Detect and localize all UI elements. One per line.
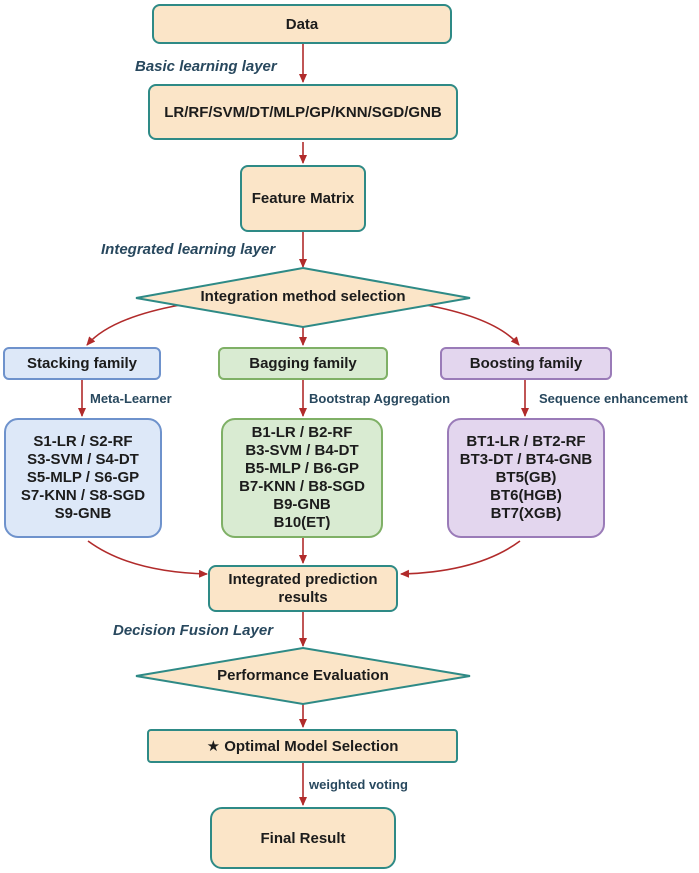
integrated-prediction-results-node: Integrated prediction results [208,565,398,612]
stacking-models-list: S1-LR / S2-RF S3-SVM / S4-DT S5-MLP / S6… [4,418,162,538]
performance-evaluation-diamond [135,646,471,706]
list-item: BT6(HGB) [490,487,562,504]
list-item: BT1-LR / BT2-RF [466,433,586,450]
bootstrap-aggregation-label: Bootstrap Aggregation [309,391,451,406]
list-item: S1-LR / S2-RF [33,433,133,450]
boosting-models-list: BT1-LR / BT2-RF BT3-DT / BT4-GNB BT5(GB)… [447,418,605,538]
sequence-enhancement-label: Sequence enhancement [539,391,688,406]
performance-evaluation-label: Performance Evaluation [217,667,389,684]
integrated-learning-layer-label: Integrated learning layer [101,241,276,258]
results-line: Integrated prediction [228,570,378,588]
integration-method-selection-diamond [135,266,471,329]
list-item: B3-SVM / B4-DT [245,442,359,459]
boosting-family-node: Boosting family [440,347,612,380]
list-item: S9-GNB [54,505,112,522]
bagging-family-node: Bagging family [218,347,388,380]
basic-models-node: LR/RF/SVM/DT/MLP/GP/KNN/SGD/GNB [148,84,458,140]
list-item: B5-MLP / B6-GP [245,460,359,477]
list-item: S5-MLP / S6-GP [26,469,140,486]
data-node: Data [152,4,452,44]
decision-fusion-layer-label: Decision Fusion Layer [113,622,274,639]
final-result-node: Final Result [210,807,396,869]
edge-integration-to-stacking [86,304,181,346]
list-item: S7-KNN / S8-SGD [20,487,146,504]
list-item: B10(ET) [273,514,331,531]
list-item: B7-KNN / B8-SGD [239,478,365,495]
optimal-model-selection-node: ★ Optimal Model Selection [147,729,458,763]
edge-integration-to-boosting [425,304,520,346]
list-item: BT7(XGB) [490,505,562,522]
bagging-models-list: B1-LR / B2-RF B3-SVM / B4-DT B5-MLP / B6… [221,418,383,538]
integration-method-selection-label: Integration method selection [200,288,406,305]
stacking-family-node: Stacking family [3,347,161,380]
list-item: B1-LR / B2-RF [251,424,353,441]
list-item: B9-GNB [273,496,331,513]
feature-matrix-node: Feature Matrix [240,165,366,232]
basic-learning-layer-label: Basic learning layer [135,58,277,75]
meta-learner-label: Meta-Learner [90,391,172,406]
results-line: results [278,588,328,606]
list-item: S3-SVM / S4-DT [27,451,139,468]
edge-stacking-list-to-results [87,540,208,578]
edge-boosting-list-to-results [400,540,521,578]
weighted-voting-label: weighted voting [309,777,408,792]
list-item: BT5(GB) [495,469,557,486]
list-item: BT3-DT / BT4-GNB [459,451,593,468]
